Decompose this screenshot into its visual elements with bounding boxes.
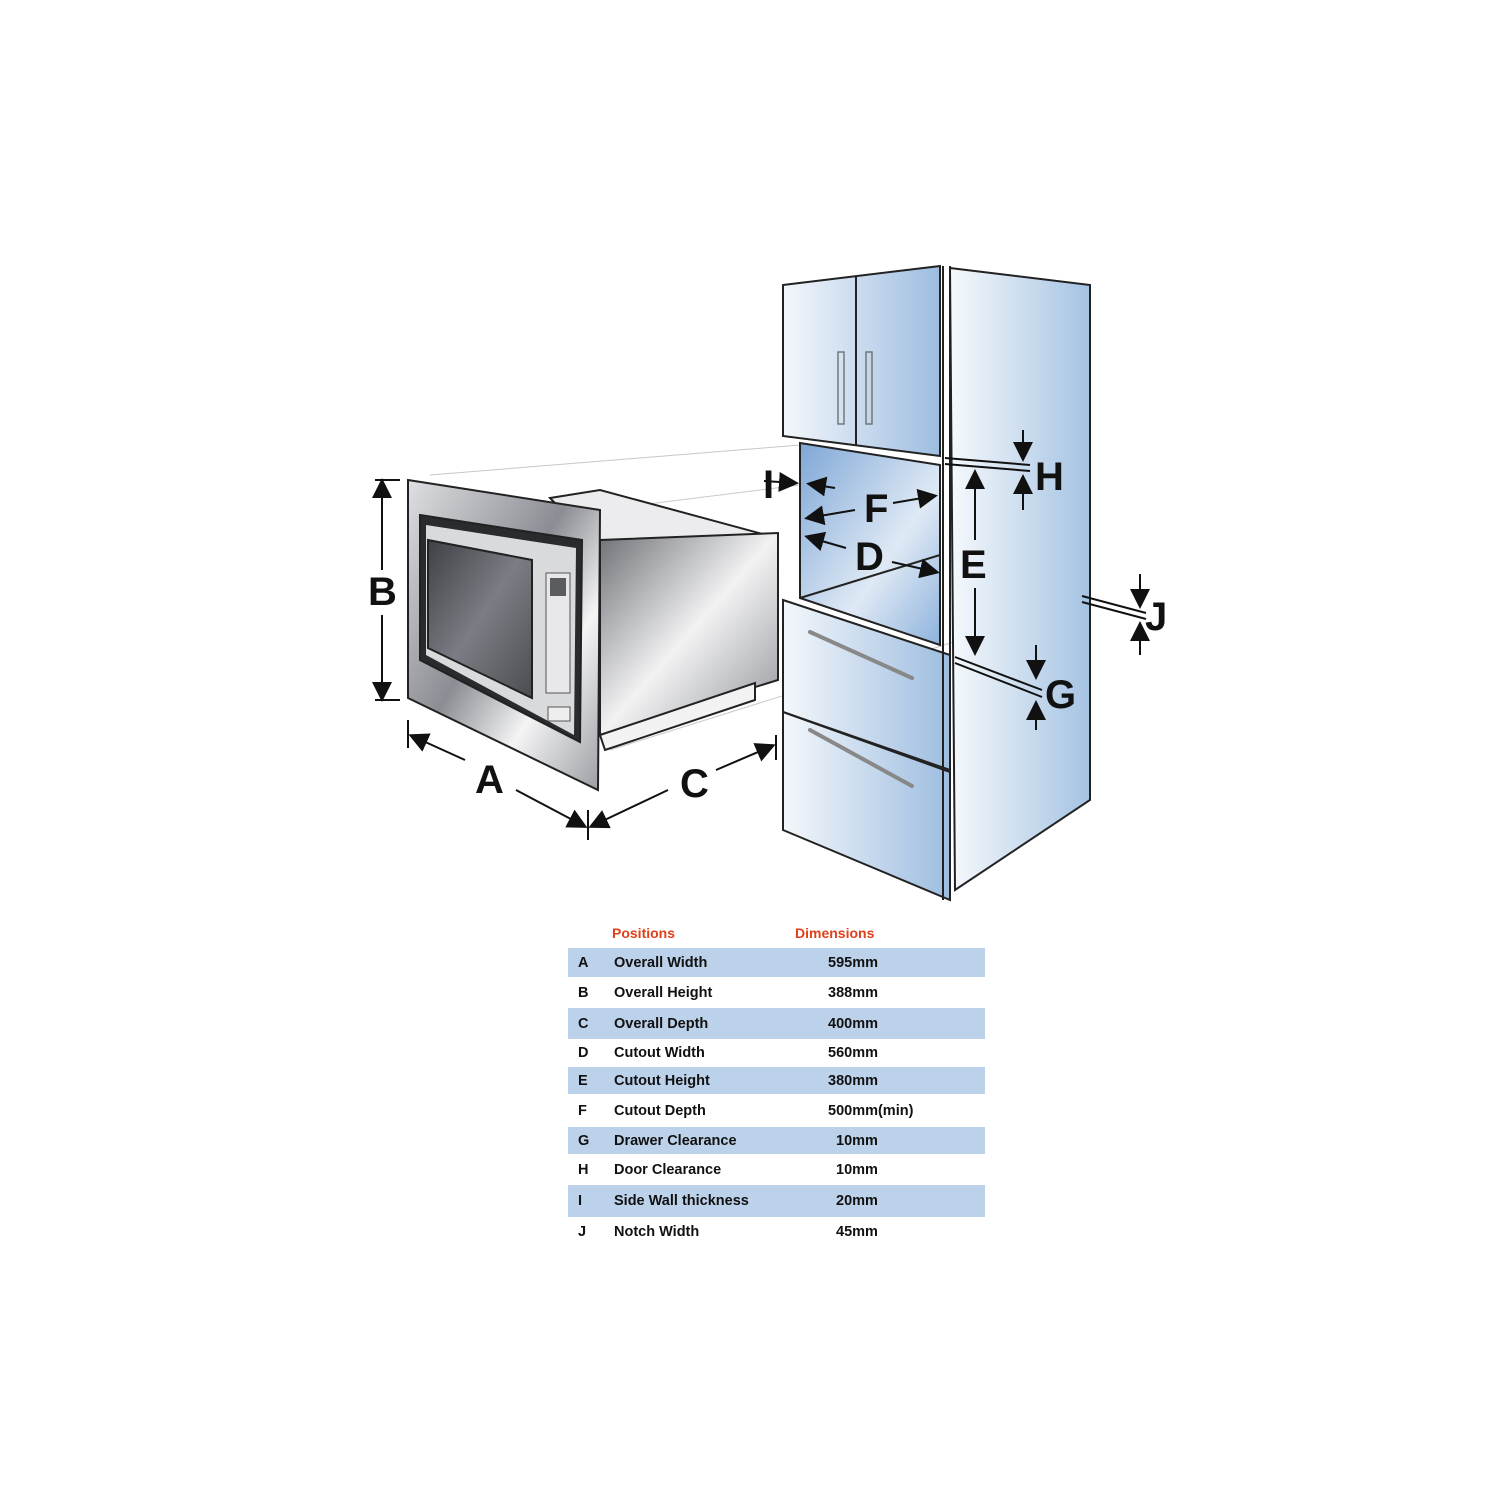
row-key: I (578, 1193, 583, 1209)
label-b: B (368, 570, 397, 614)
row-key: A (578, 954, 589, 971)
row-key: J (578, 1224, 587, 1240)
row-key: B (578, 984, 589, 1001)
row-value: 388mm (828, 984, 878, 1001)
row-key: F (578, 1102, 587, 1119)
table-row: D Cutout Width 560mm (568, 1039, 985, 1067)
row-name: Door Clearance (614, 1161, 722, 1178)
table-row: F Cutout Depth 500mm(min) (568, 1094, 985, 1127)
label-h: H (1035, 455, 1064, 499)
table-row: H Door Clearance 10mm (568, 1154, 985, 1185)
row-name: Overall Depth (614, 1015, 709, 1032)
row-value: 400mm (828, 1015, 878, 1032)
row-name: Side Wall thickness (614, 1193, 749, 1209)
row-value: 20mm (836, 1193, 878, 1209)
table-row: A Overall Width 595mm (568, 948, 985, 977)
row-key: G (578, 1132, 590, 1149)
label-j: J (1145, 595, 1167, 639)
row-value: 45mm (836, 1224, 878, 1240)
row-key: E (578, 1072, 588, 1089)
row-value: 595mm (828, 954, 878, 971)
label-d: D (855, 535, 884, 579)
installation-diagram: B A C I F D E H G J (368, 264, 1167, 902)
row-name: Overall Width (614, 954, 708, 971)
label-g: G (1045, 673, 1076, 717)
label-i: I (763, 463, 774, 507)
table-row: J Notch Width 45mm (568, 1217, 985, 1247)
row-name: Drawer Clearance (614, 1132, 737, 1149)
label-a: A (475, 758, 504, 802)
table-row: I Side Wall thickness 20mm (568, 1185, 985, 1217)
dimension-arrows (372, 430, 1150, 840)
header-dimensions: Dimensions (795, 925, 875, 941)
row-name: Notch Width (614, 1224, 700, 1240)
row-key: H (578, 1161, 589, 1178)
row-value: 380mm (828, 1072, 878, 1089)
label-f: F (864, 487, 888, 531)
dimensions-table: Positions Dimensions A Overall Width 595… (568, 922, 985, 1247)
row-value: 560mm (828, 1045, 878, 1061)
row-value: 10mm (836, 1161, 878, 1178)
table-row: C Overall Depth 400mm (568, 1008, 985, 1039)
table-header: Positions Dimensions (568, 922, 985, 948)
row-name: Cutout Width (614, 1045, 705, 1061)
row-value: 500mm(min) (828, 1102, 914, 1119)
row-name: Cutout Depth (614, 1102, 706, 1119)
header-positions: Positions (612, 925, 676, 941)
row-name: Cutout Height (614, 1072, 710, 1089)
row-value: 10mm (836, 1132, 878, 1149)
label-c: C (680, 762, 709, 806)
tall-cabinet (782, 264, 1091, 902)
row-key: D (578, 1045, 589, 1061)
row-key: C (578, 1015, 589, 1032)
label-e: E (960, 543, 987, 587)
table-row: E Cutout Height 380mm (568, 1067, 985, 1094)
table-row: G Drawer Clearance 10mm (568, 1127, 985, 1154)
table-row: B Overall Height 388mm (568, 977, 985, 1008)
microwave (407, 478, 779, 792)
row-name: Overall Height (614, 984, 713, 1001)
